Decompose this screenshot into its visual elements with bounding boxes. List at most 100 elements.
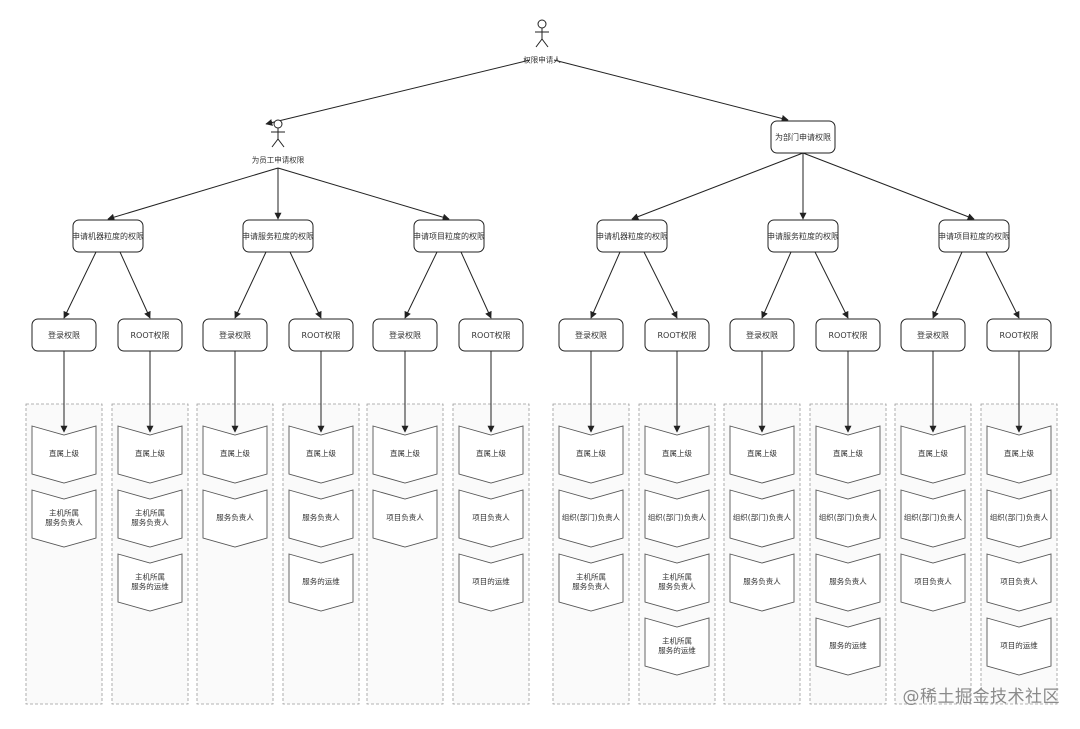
approver-step-shape <box>986 617 1052 676</box>
approver-step: 直属上级 <box>900 425 966 484</box>
leaf-node-shape <box>729 318 795 352</box>
approver-step-label: 项目的运维 <box>1000 640 1038 650</box>
approver-step-shape <box>458 425 524 484</box>
leaf-node: ROOT权限 <box>986 318 1052 352</box>
watermark: @稀土掘金技术社区 <box>902 687 1060 707</box>
edge-group-leaf <box>63 251 97 319</box>
approver-step-label: 直属上级 <box>220 448 250 458</box>
leaf-node: 登录权限 <box>372 318 438 352</box>
person-icon <box>271 119 285 148</box>
approver-step: 直属上级 <box>644 425 710 484</box>
edge-group-leaf <box>761 251 792 319</box>
approver-step-label: 直属上级 <box>918 448 948 458</box>
approver-step: 直属上级 <box>288 425 354 484</box>
approver-step-shape <box>202 425 268 484</box>
approver-step-label: 组织(部门)负责人 <box>990 512 1049 522</box>
approver-step-shape <box>986 425 1052 484</box>
root-actor-label: 权限申请人 <box>523 55 561 65</box>
leaf-node: ROOT权限 <box>644 318 710 352</box>
leaf-node-label: 登录权限 <box>746 330 778 340</box>
person-icon <box>535 19 549 48</box>
group-node: 申请机器粒度的权限 <box>72 219 144 253</box>
approver-step: 主机所属服务负责人 <box>644 553 710 612</box>
group-node: 申请服务粒度的权限 <box>767 219 839 253</box>
approver-step-shape <box>31 425 97 484</box>
group-node-shape <box>767 219 839 253</box>
approver-step-label: 项目负责人 <box>1000 576 1038 586</box>
leaf-node-label: ROOT权限 <box>301 330 340 340</box>
approver-step: 服务负责人 <box>815 553 881 612</box>
group-node: 申请项目粒度的权限 <box>938 219 1010 253</box>
approver-step-label: 主机所属服务负责人 <box>658 571 696 590</box>
group-node-shape <box>938 219 1010 253</box>
approver-step-shape <box>815 425 881 484</box>
approver-step-shape <box>900 425 966 484</box>
approver-step: 直属上级 <box>458 425 524 484</box>
leaf-node: 登录权限 <box>558 318 624 352</box>
leaf-node: 登录权限 <box>900 318 966 352</box>
group-node: 申请机器粒度的权限 <box>596 219 668 253</box>
group-node-label: 申请服务粒度的权限 <box>767 231 839 241</box>
approver-step: 组织(部门)负责人 <box>815 489 881 548</box>
leaf-node-label: ROOT权限 <box>999 330 1038 340</box>
edge-group-leaf <box>289 251 322 319</box>
approver-step-shape <box>31 489 97 548</box>
leaf-node-shape <box>202 318 268 352</box>
edge-root-department <box>553 59 789 122</box>
approver-step-shape <box>729 553 795 612</box>
approver-step-shape <box>815 553 881 612</box>
approver-step: 直属上级 <box>815 425 881 484</box>
department-node-shape <box>770 120 836 154</box>
edge-group-leaf <box>404 251 438 319</box>
leaf-node-shape <box>986 318 1052 352</box>
approver-step-label: 服务的运维 <box>302 576 340 586</box>
leaf-node-label: ROOT权限 <box>130 330 169 340</box>
group-node-label: 申请项目粒度的权限 <box>413 231 485 241</box>
approver-step: 服务负责人 <box>288 489 354 548</box>
leaf-node-label: ROOT权限 <box>657 330 696 340</box>
leaf-node-label: 登录权限 <box>917 330 949 340</box>
leaf-node-shape <box>288 318 354 352</box>
approver-step-label: 项目负责人 <box>914 576 952 586</box>
leaf-node-shape <box>458 318 524 352</box>
approver-step-label: 组织(部门)负责人 <box>733 512 792 522</box>
approver-step-label: 直属上级 <box>476 448 506 458</box>
approver-step: 直属上级 <box>202 425 268 484</box>
leaf-node-shape <box>31 318 97 352</box>
group-node-label: 申请项目粒度的权限 <box>938 231 1010 241</box>
approver-step-shape <box>644 553 710 612</box>
approver-step: 项目负责人 <box>372 489 438 548</box>
approver-step-shape <box>815 489 881 548</box>
leaf-node-label: 登录权限 <box>219 330 251 340</box>
approver-step-shape <box>644 489 710 548</box>
approver-step: 项目负责人 <box>900 553 966 612</box>
approver-step-label: 组织(部门)负责人 <box>819 512 878 522</box>
approver-step-shape <box>117 489 183 548</box>
approver-step-shape <box>458 489 524 548</box>
approver-step-label: 主机所属服务的运维 <box>658 635 696 654</box>
edge-group-leaf <box>932 251 963 319</box>
leaf-node: ROOT权限 <box>288 318 354 352</box>
approver-step-shape <box>117 553 183 612</box>
employee-actor-label: 为员工申请权限 <box>252 155 305 165</box>
approver-step: 服务的运维 <box>288 553 354 612</box>
edge-group-leaf <box>985 251 1020 319</box>
approver-step-shape <box>986 489 1052 548</box>
approver-step-label: 服务的运维 <box>829 640 867 650</box>
approver-step: 组织(部门)负责人 <box>644 489 710 548</box>
leaf-node: ROOT权限 <box>815 318 881 352</box>
group-node-label: 申请机器粒度的权限 <box>596 231 668 241</box>
approver-step-shape <box>117 425 183 484</box>
approver-step-label: 直属上级 <box>306 448 336 458</box>
leaf-node-label: 登录权限 <box>389 330 421 340</box>
approver-step: 主机所属服务负责人 <box>117 489 183 548</box>
edge-branch-group <box>802 152 975 220</box>
edge-branch-group <box>277 167 450 221</box>
group-node: 申请服务粒度的权限 <box>242 219 314 253</box>
approver-step: 主机所属服务的运维 <box>644 617 710 676</box>
group-node-label: 申请服务粒度的权限 <box>242 231 314 241</box>
approver-step-label: 服务负责人 <box>302 512 340 522</box>
approver-step-label: 项目负责人 <box>386 512 424 522</box>
edge-group-leaf <box>460 251 492 319</box>
